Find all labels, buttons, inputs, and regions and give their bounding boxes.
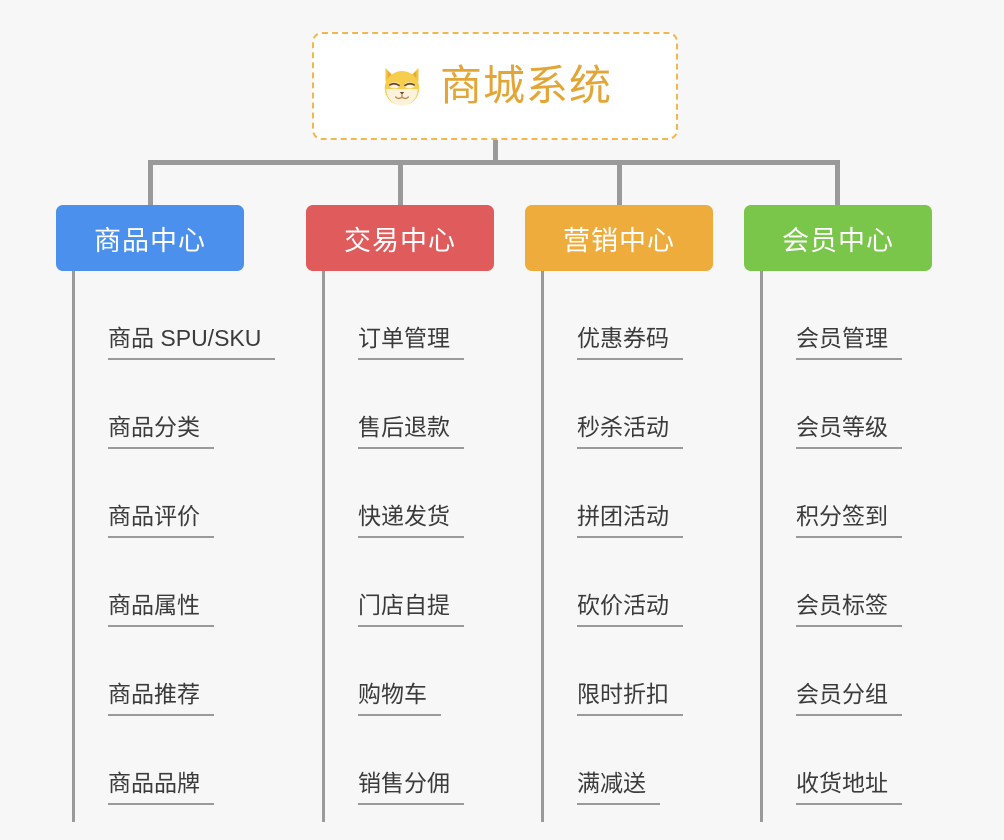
connector-drop-2 (398, 160, 403, 205)
leaf-label: 会员标签 (796, 592, 902, 627)
leaf-label: 会员分组 (796, 681, 902, 716)
list-item[interactable]: 售后退款 (322, 360, 572, 449)
list-item[interactable]: 订单管理 (322, 271, 572, 360)
list-item[interactable]: 会员管理 (760, 271, 1004, 360)
column-spine-3 (541, 271, 544, 822)
root-title: 商城系统 (439, 62, 612, 109)
leaf-label: 满减送 (577, 770, 660, 805)
list-item[interactable]: 商品分类 (72, 360, 322, 449)
list-item[interactable]: 销售分佣 (322, 716, 572, 805)
list-item[interactable]: 购物车 (322, 627, 572, 716)
list-item[interactable]: 会员等级 (760, 360, 1004, 449)
list-item[interactable]: 拼团活动 (541, 449, 791, 538)
column-header-2[interactable]: 交易中心 (306, 205, 494, 271)
leaf-label: 销售分佣 (358, 770, 464, 805)
connector-drop-4 (835, 160, 840, 205)
leaf-label: 拼团活动 (577, 503, 683, 538)
leaf-label: 商品评价 (108, 503, 214, 538)
leaf-label: 门店自提 (358, 592, 464, 627)
list-item[interactable]: 商品属性 (72, 538, 322, 627)
leaf-label: 收货地址 (796, 770, 902, 805)
leaf-label: 积分签到 (796, 503, 902, 538)
list-item[interactable]: 商品 SPU/SKU (72, 271, 322, 360)
connector-stem (493, 140, 498, 162)
shiba-dog-face-icon (378, 62, 426, 110)
connector-bus (148, 160, 840, 165)
leaf-label: 限时折扣 (577, 681, 683, 716)
leaf-label: 快递发货 (358, 503, 464, 538)
list-item[interactable]: 满减送 (541, 716, 791, 805)
leaf-label: 商品 SPU/SKU (108, 325, 276, 360)
list-item[interactable]: 会员分组 (760, 627, 1004, 716)
root-node[interactable]: 商城系统 (312, 32, 678, 140)
list-item[interactable]: 限时折扣 (541, 627, 791, 716)
list-item[interactable]: 秒杀活动 (541, 360, 791, 449)
column-spine-2 (322, 271, 325, 822)
leaf-label: 商品推荐 (108, 681, 214, 716)
list-item[interactable]: 快递发货 (322, 449, 572, 538)
connector-drop-1 (148, 160, 153, 205)
list-item[interactable]: 商品评价 (72, 449, 322, 538)
leaf-label: 砍价活动 (577, 592, 683, 627)
list-item[interactable]: 优惠券码 (541, 271, 791, 360)
leaf-label: 商品属性 (108, 592, 214, 627)
column-header-1[interactable]: 商品中心 (56, 205, 244, 271)
leaf-label: 商品分类 (108, 414, 214, 449)
column-header-4[interactable]: 会员中心 (744, 205, 932, 271)
leaf-label: 商品品牌 (108, 770, 214, 805)
column-header-3[interactable]: 营销中心 (525, 205, 713, 271)
list-item[interactable]: 商品品牌 (72, 716, 322, 805)
list-item[interactable]: 收货地址 (760, 716, 1004, 805)
leaf-label: 购物车 (358, 681, 441, 716)
leaf-label: 售后退款 (358, 414, 464, 449)
list-item[interactable]: 砍价活动 (541, 538, 791, 627)
column-spine-4 (760, 271, 763, 822)
connector-drop-3 (617, 160, 622, 205)
column-spine-1 (72, 271, 75, 822)
leaf-label: 秒杀活动 (577, 414, 683, 449)
leaf-label: 优惠券码 (577, 325, 683, 360)
leaf-label: 会员管理 (796, 325, 902, 360)
list-item[interactable]: 积分签到 (760, 449, 1004, 538)
leaf-label: 订单管理 (358, 325, 464, 360)
list-item[interactable]: 会员标签 (760, 538, 1004, 627)
leaf-label: 会员等级 (796, 414, 902, 449)
list-item[interactable]: 商品推荐 (72, 627, 322, 716)
list-item[interactable]: 门店自提 (322, 538, 572, 627)
